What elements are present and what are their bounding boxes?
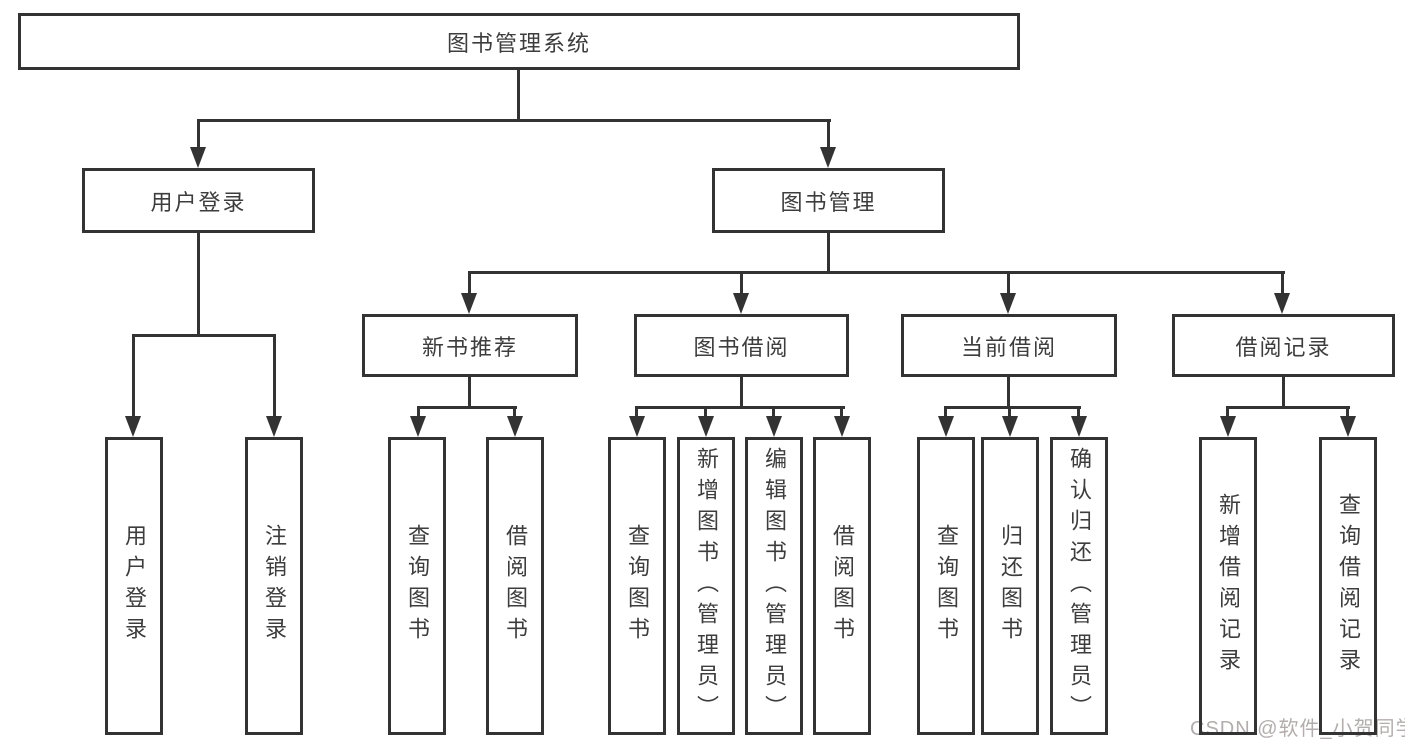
leaf-borrow-book-2-label: 借阅图书 bbox=[830, 524, 855, 648]
connector-root-rail bbox=[197, 119, 831, 122]
leaf-query-book-3-label: 查询图书 bbox=[934, 524, 959, 648]
connector-leaf-stem bbox=[1346, 406, 1349, 418]
connector-to-borrow-records-stem bbox=[1281, 271, 1284, 296]
arrowhead-leaf bbox=[938, 416, 954, 437]
leaf-edit-book-admin-label: 编辑图书（管理员） bbox=[762, 446, 787, 726]
leaf-add-borrow-record-label: 新增借阅记录 bbox=[1216, 493, 1241, 679]
node-book-borrow: 图书借阅 bbox=[634, 314, 849, 377]
node-book-mgmt-label: 图书管理 bbox=[780, 189, 877, 215]
arrowhead-user-login bbox=[190, 147, 206, 168]
leaf-query-borrow-record: 查询借阅记录 bbox=[1319, 437, 1377, 735]
node-root-label: 图书管理系统 bbox=[446, 30, 591, 56]
leaf-query-book-2-label: 查询图书 bbox=[625, 524, 650, 648]
connector-leaf-stem bbox=[772, 406, 775, 418]
leaf-user-login-label: 用户登录 bbox=[122, 524, 147, 648]
connector-book-borrow-rail bbox=[635, 406, 845, 409]
connector-book-mgmt-stem bbox=[827, 232, 830, 274]
connector-user-login-stem bbox=[197, 232, 200, 337]
connector-leaf-stem bbox=[944, 406, 947, 418]
connector-to-book-mgmt-stem bbox=[827, 119, 830, 150]
node-borrow-records-label: 借阅记录 bbox=[1235, 334, 1332, 360]
connector-to-leaf-login-stem bbox=[132, 334, 135, 418]
leaf-return-book-label: 归还图书 bbox=[998, 524, 1023, 648]
connector-borrow-records-stem bbox=[1282, 376, 1285, 408]
leaf-query-book-3: 查询图书 bbox=[917, 437, 975, 735]
arrowhead-leaf bbox=[410, 416, 426, 437]
arrowhead-leaf bbox=[1220, 416, 1236, 437]
connector-book-mgmt-rail bbox=[468, 271, 1285, 274]
connector-leaf-stem bbox=[635, 406, 638, 418]
leaf-logout-label: 注销登录 bbox=[262, 524, 287, 648]
connector-leaf-stem bbox=[417, 406, 420, 418]
connector-to-current-borrow-stem bbox=[1007, 271, 1010, 296]
arrowhead-current-borrow bbox=[1000, 293, 1016, 314]
connector-current-borrow-stem bbox=[1007, 376, 1010, 408]
connector-leaf-stem bbox=[704, 406, 707, 418]
node-book-mgmt: 图书管理 bbox=[712, 168, 945, 233]
leaf-borrow-book-1-label: 借阅图书 bbox=[503, 524, 528, 648]
arrowhead-leaf bbox=[698, 416, 714, 437]
connector-user-login-rail bbox=[132, 334, 276, 337]
connector-leaf-stem bbox=[1226, 406, 1229, 418]
leaf-edit-book-admin: 编辑图书（管理员） bbox=[745, 437, 803, 735]
arrowhead-new-book bbox=[461, 293, 477, 314]
connector-to-leaf-logout-stem bbox=[273, 334, 276, 418]
arrowhead-leaf-logout bbox=[266, 416, 282, 437]
node-root: 图书管理系统 bbox=[18, 13, 1020, 70]
connector-to-book-borrow-stem bbox=[740, 271, 743, 296]
arrowhead-leaf bbox=[834, 416, 850, 437]
leaf-user-login: 用户登录 bbox=[105, 437, 163, 735]
leaf-query-book-1-label: 查询图书 bbox=[405, 524, 430, 648]
node-new-book: 新书推荐 bbox=[362, 314, 578, 377]
leaf-logout: 注销登录 bbox=[245, 437, 303, 735]
connector-current-borrow-rail bbox=[944, 406, 1081, 409]
leaf-return-book: 归还图书 bbox=[981, 437, 1039, 735]
leaf-confirm-return-admin: 确认归还（管理员） bbox=[1050, 437, 1108, 735]
node-new-book-label: 新书推荐 bbox=[421, 334, 518, 360]
arrowhead-leaf bbox=[629, 416, 645, 437]
leaf-query-borrow-record-label: 查询借阅记录 bbox=[1336, 493, 1361, 679]
leaf-add-borrow-record: 新增借阅记录 bbox=[1199, 437, 1257, 735]
leaf-query-book-1: 查询图书 bbox=[388, 437, 446, 735]
leaf-confirm-return-admin-label: 确认归还（管理员） bbox=[1067, 446, 1092, 726]
node-current-borrow: 当前借阅 bbox=[901, 314, 1117, 377]
node-borrow-records: 借阅记录 bbox=[1172, 314, 1395, 377]
connector-book-borrow-stem bbox=[740, 376, 743, 408]
leaf-add-book-admin-label: 新增图书（管理员） bbox=[694, 446, 719, 726]
arrowhead-leaf-login bbox=[125, 416, 141, 437]
arrowhead-borrow-records bbox=[1274, 293, 1290, 314]
leaf-borrow-book-2: 借阅图书 bbox=[813, 437, 871, 735]
arrowhead-book-borrow bbox=[733, 293, 749, 314]
connector-leaf-stem bbox=[513, 406, 516, 418]
leaf-query-book-2: 查询图书 bbox=[608, 437, 666, 735]
node-book-borrow-label: 图书借阅 bbox=[693, 334, 790, 360]
leaf-add-book-admin: 新增图书（管理员） bbox=[677, 437, 735, 735]
arrowhead-leaf bbox=[766, 416, 782, 437]
connector-new-book-rail bbox=[417, 406, 517, 409]
connector-leaf-stem bbox=[1077, 406, 1080, 418]
connector-to-new-book-stem bbox=[468, 271, 471, 296]
arrowhead-book-mgmt bbox=[820, 147, 836, 168]
connector-leaf-stem bbox=[1008, 406, 1011, 418]
node-current-borrow-label: 当前借阅 bbox=[960, 334, 1057, 360]
connector-borrow-records-rail bbox=[1226, 406, 1350, 409]
arrowhead-leaf bbox=[1071, 416, 1087, 437]
arrowhead-leaf bbox=[1002, 416, 1018, 437]
connector-root-stem bbox=[517, 69, 520, 122]
leaf-borrow-book-1: 借阅图书 bbox=[486, 437, 544, 735]
connector-to-user-login-stem bbox=[197, 119, 200, 150]
connector-leaf-stem bbox=[840, 406, 843, 418]
arrowhead-leaf bbox=[1340, 416, 1356, 437]
node-user-login: 用户登录 bbox=[82, 168, 315, 233]
connector-new-book-stem bbox=[468, 376, 471, 408]
node-user-login-label: 用户登录 bbox=[150, 189, 247, 215]
arrowhead-leaf bbox=[507, 416, 523, 437]
